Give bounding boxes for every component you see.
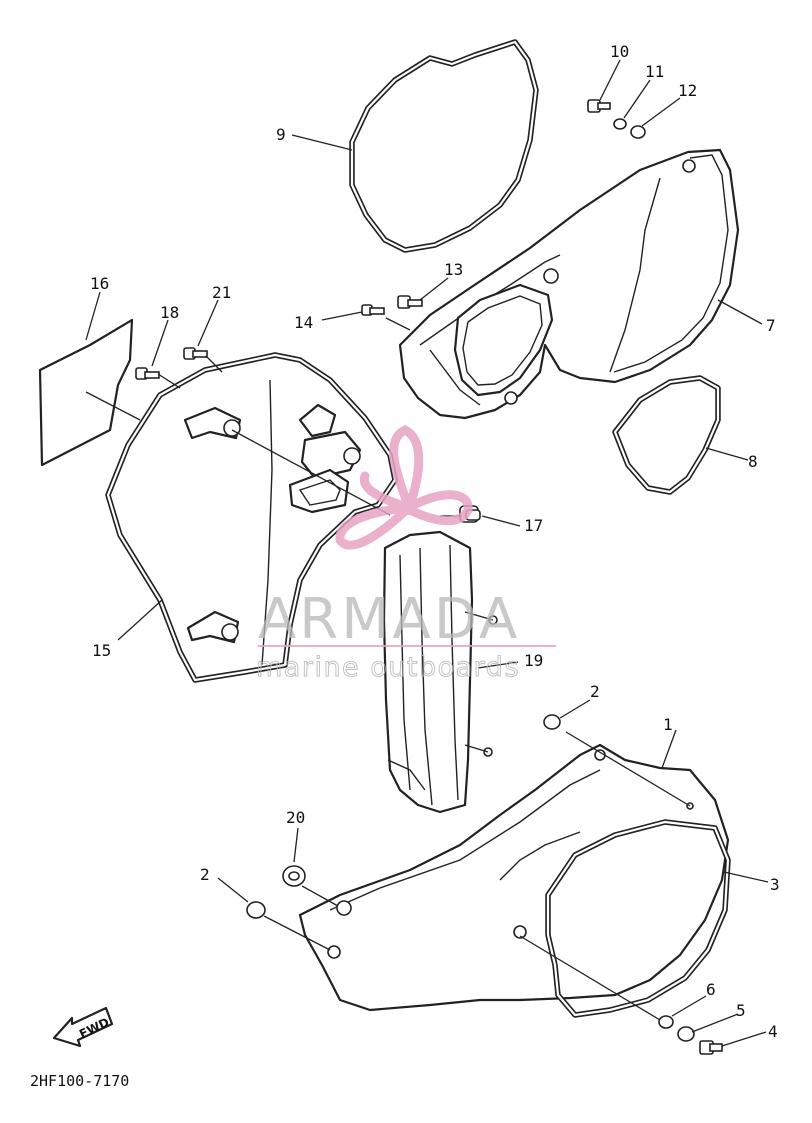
leader-lines [85, 59, 769, 1047]
watermark: ARMADA marine outboards [256, 424, 556, 684]
part-5-washer [677, 1026, 695, 1042]
part-11-washer [613, 118, 627, 130]
callout-1: 1 [663, 715, 673, 734]
callout-6: 6 [706, 980, 716, 999]
part-21-screw [183, 347, 208, 360]
callout-13: 13 [444, 260, 463, 279]
watermark-tagline: marine outboards [256, 652, 520, 683]
callout-2-upper: 2 [590, 682, 600, 701]
part-4-bolt [699, 1040, 723, 1055]
part-6-washer [658, 1015, 674, 1029]
callout-11: 11 [645, 62, 664, 81]
part-10-bolt [587, 99, 611, 113]
propeller-logo-icon [335, 424, 473, 550]
part-20-grommet [282, 865, 306, 887]
callout-numbers: 1 2 2 3 4 5 6 7 8 9 10 11 12 13 14 15 16… [90, 42, 780, 1041]
callout-20: 20 [286, 808, 305, 827]
part-13-screw [397, 295, 423, 309]
part-7-side-cover [398, 148, 740, 420]
part-1-main-cover [298, 743, 730, 1012]
part-18-screw [135, 367, 160, 380]
callout-19: 19 [524, 651, 543, 670]
drawing-code: 2HF100-7170 [30, 1072, 129, 1090]
callout-2-lower: 2 [200, 865, 210, 884]
part-8-gasket [612, 375, 721, 495]
callout-8: 8 [748, 452, 758, 471]
callout-14: 14 [294, 313, 313, 332]
part-3-gasket [545, 819, 731, 1018]
part-15-side-cover [105, 352, 398, 683]
part-2-grommet-lower [246, 901, 266, 919]
callout-7: 7 [766, 316, 776, 335]
callout-12: 12 [678, 81, 697, 100]
callout-3: 3 [770, 875, 780, 894]
callout-17: 17 [524, 516, 543, 535]
callout-16: 16 [90, 274, 109, 293]
callout-4: 4 [768, 1022, 778, 1041]
part-19-bracket [382, 530, 498, 814]
fwd-arrow-icon: FWD [52, 1006, 114, 1048]
watermark-brand: ARMADA [258, 587, 520, 652]
callout-5: 5 [736, 1001, 746, 1020]
part-14-screw [361, 304, 385, 316]
callout-15: 15 [92, 641, 111, 660]
part-9-gasket [349, 39, 539, 253]
callout-10: 10 [610, 42, 629, 61]
part-2-grommet-upper [543, 714, 561, 730]
callout-18: 18 [160, 303, 179, 322]
part-12-washer [630, 125, 646, 139]
callout-21: 21 [212, 283, 231, 302]
callout-9: 9 [276, 125, 286, 144]
